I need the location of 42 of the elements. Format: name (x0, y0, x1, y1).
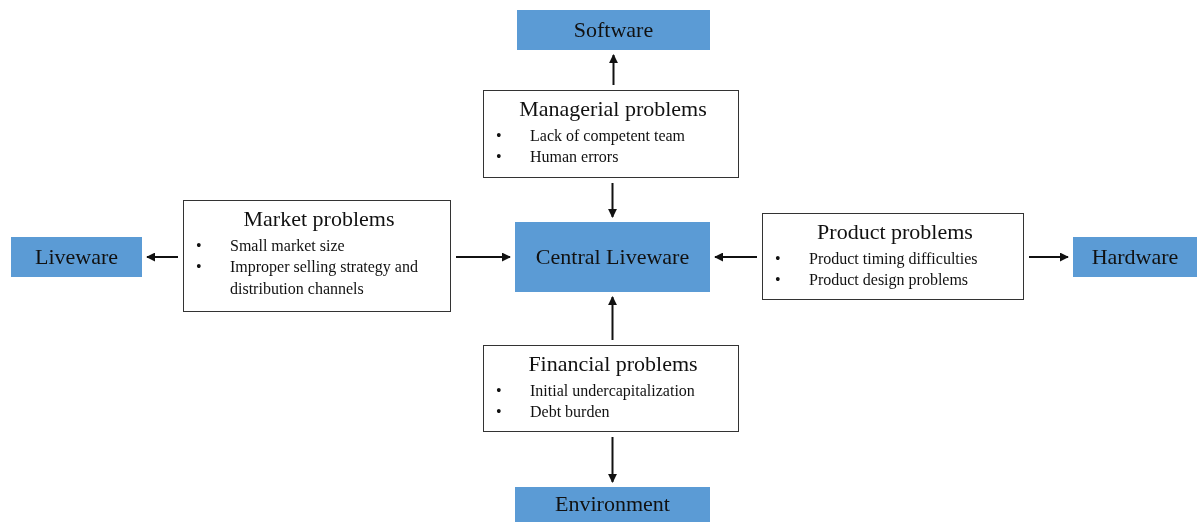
bullet-item: Human errors (530, 147, 619, 168)
bullet-marker: • (495, 402, 503, 423)
bullet-item: Product design problems (809, 270, 969, 291)
bullet-marker: • (495, 125, 503, 146)
arrow (714, 252, 758, 262)
component-box (517, 10, 710, 50)
problem-box (483, 90, 739, 178)
arrow (146, 252, 179, 262)
component-box (515, 222, 710, 292)
arrow (609, 54, 618, 86)
bullet-marker: • (774, 248, 782, 269)
bullet-item: Small market size (230, 235, 345, 256)
box-heading: Financial problems (527, 350, 699, 378)
box-label: Central Liveware (535, 242, 690, 271)
box-label: Environment (555, 490, 670, 519)
arrow (608, 296, 617, 341)
bullet-item: Initial undercapitalization (530, 380, 695, 402)
arrow (608, 436, 617, 483)
arrow (455, 252, 511, 262)
box-heading: Product problems (816, 218, 974, 246)
bullet-marker: • (774, 270, 782, 291)
bullet-item: Debt burden (530, 402, 610, 423)
box-label: Software (573, 15, 654, 44)
component-box (11, 237, 142, 277)
problem-box (762, 213, 1024, 300)
component-box (515, 487, 710, 522)
bullet-marker: • (195, 235, 203, 256)
problem-box (183, 200, 451, 312)
bullet-item: Improper selling strategy and distribution channels (230, 257, 419, 299)
component-box (1073, 237, 1197, 277)
box-label: Hardware (1091, 242, 1179, 271)
arrow (1028, 252, 1069, 262)
bullet-item: Lack of competent team (530, 125, 686, 147)
bullet-marker: • (495, 147, 503, 168)
arrow (608, 182, 617, 218)
bullet-marker: • (495, 380, 503, 401)
box-heading: Market problems (242, 205, 396, 233)
bullet-item: Product timing difficulties (809, 248, 978, 270)
box-label: Liveware (34, 242, 119, 271)
problem-box (483, 345, 739, 432)
bullet-marker: • (195, 257, 203, 278)
box-heading: Managerial problems (518, 95, 708, 123)
